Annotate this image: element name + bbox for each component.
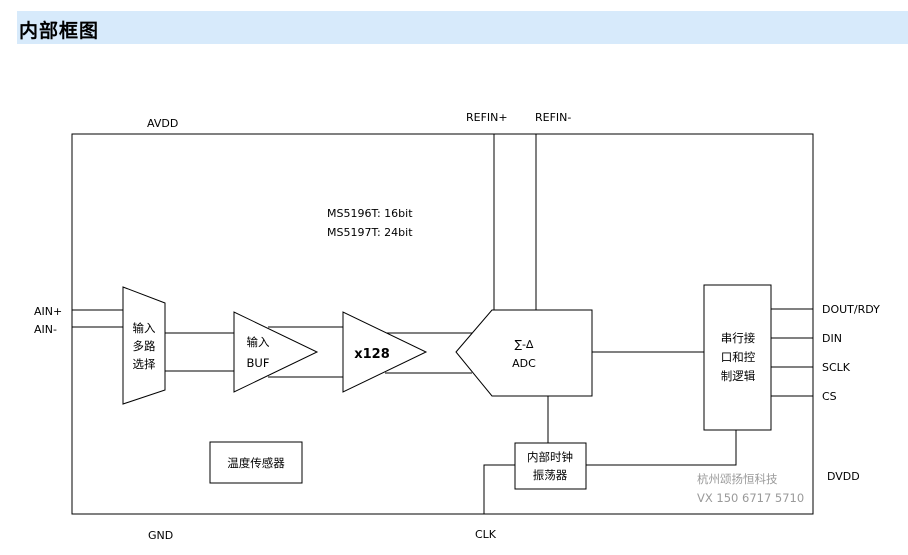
- input-mux-block: [122, 286, 166, 405]
- watermark-line-1: 杭州颂扬恒科技: [697, 472, 778, 486]
- serial-label-1: 串行接: [721, 331, 756, 345]
- pin-refin-neg: REFIN-: [535, 111, 571, 124]
- serial-label-3: 制逻辑: [721, 369, 756, 383]
- adc-label-1: ∑-∆: [515, 338, 534, 351]
- clock-oscillator-block: [514, 442, 587, 490]
- title-bar: 内部框图: [17, 11, 908, 44]
- pin-ain-neg: AIN-: [34, 323, 57, 336]
- serial-interface-block: [703, 284, 772, 431]
- clock-label-1: 内部时钟: [527, 450, 573, 464]
- chip-outline: [71, 133, 814, 515]
- pin-din: DIN: [822, 332, 842, 345]
- pin-avdd: AVDD: [147, 117, 178, 130]
- pin-ain-pos: AIN+: [34, 305, 62, 318]
- pin-clk: CLK: [475, 528, 497, 541]
- clock-serial-line: [586, 430, 737, 466]
- pin-dvdd: DVDD: [827, 470, 860, 483]
- mux-label-2: 多路: [133, 339, 156, 353]
- pin-cs: CS: [822, 390, 837, 403]
- serial-label-2: 口和控: [721, 350, 756, 364]
- input-buffer-block: [233, 311, 319, 393]
- temp-label: 温度传感器: [227, 456, 285, 470]
- buf-label-1: 输入: [247, 335, 270, 349]
- pin-gnd: GND: [148, 529, 173, 542]
- pin-dout: DOUT/RDY: [822, 303, 880, 316]
- page-title: 内部框图: [19, 20, 100, 42]
- note-ms5196t: MS5196T: 16bit: [327, 207, 413, 220]
- note-ms5197t: MS5197T: 24bit: [327, 226, 413, 239]
- pin-sclk: SCLK: [822, 361, 851, 374]
- mux-label-3: 选择: [133, 357, 156, 371]
- clk-pin-line: [483, 464, 515, 514]
- clock-label-2: 振荡器: [533, 468, 568, 482]
- temperature-sensor-block: [209, 441, 303, 484]
- gain-label: x128: [354, 347, 390, 362]
- pin-refin-pos: REFIN+: [466, 111, 508, 124]
- adc-block: [455, 309, 593, 397]
- buf-label-2: BUF: [247, 356, 270, 370]
- gain-amplifier-block: [342, 311, 428, 393]
- adc-label-2: ADC: [512, 357, 536, 370]
- mux-label-1: 输入: [133, 321, 156, 335]
- watermark-line-2: VX 150 6717 5710: [697, 491, 804, 505]
